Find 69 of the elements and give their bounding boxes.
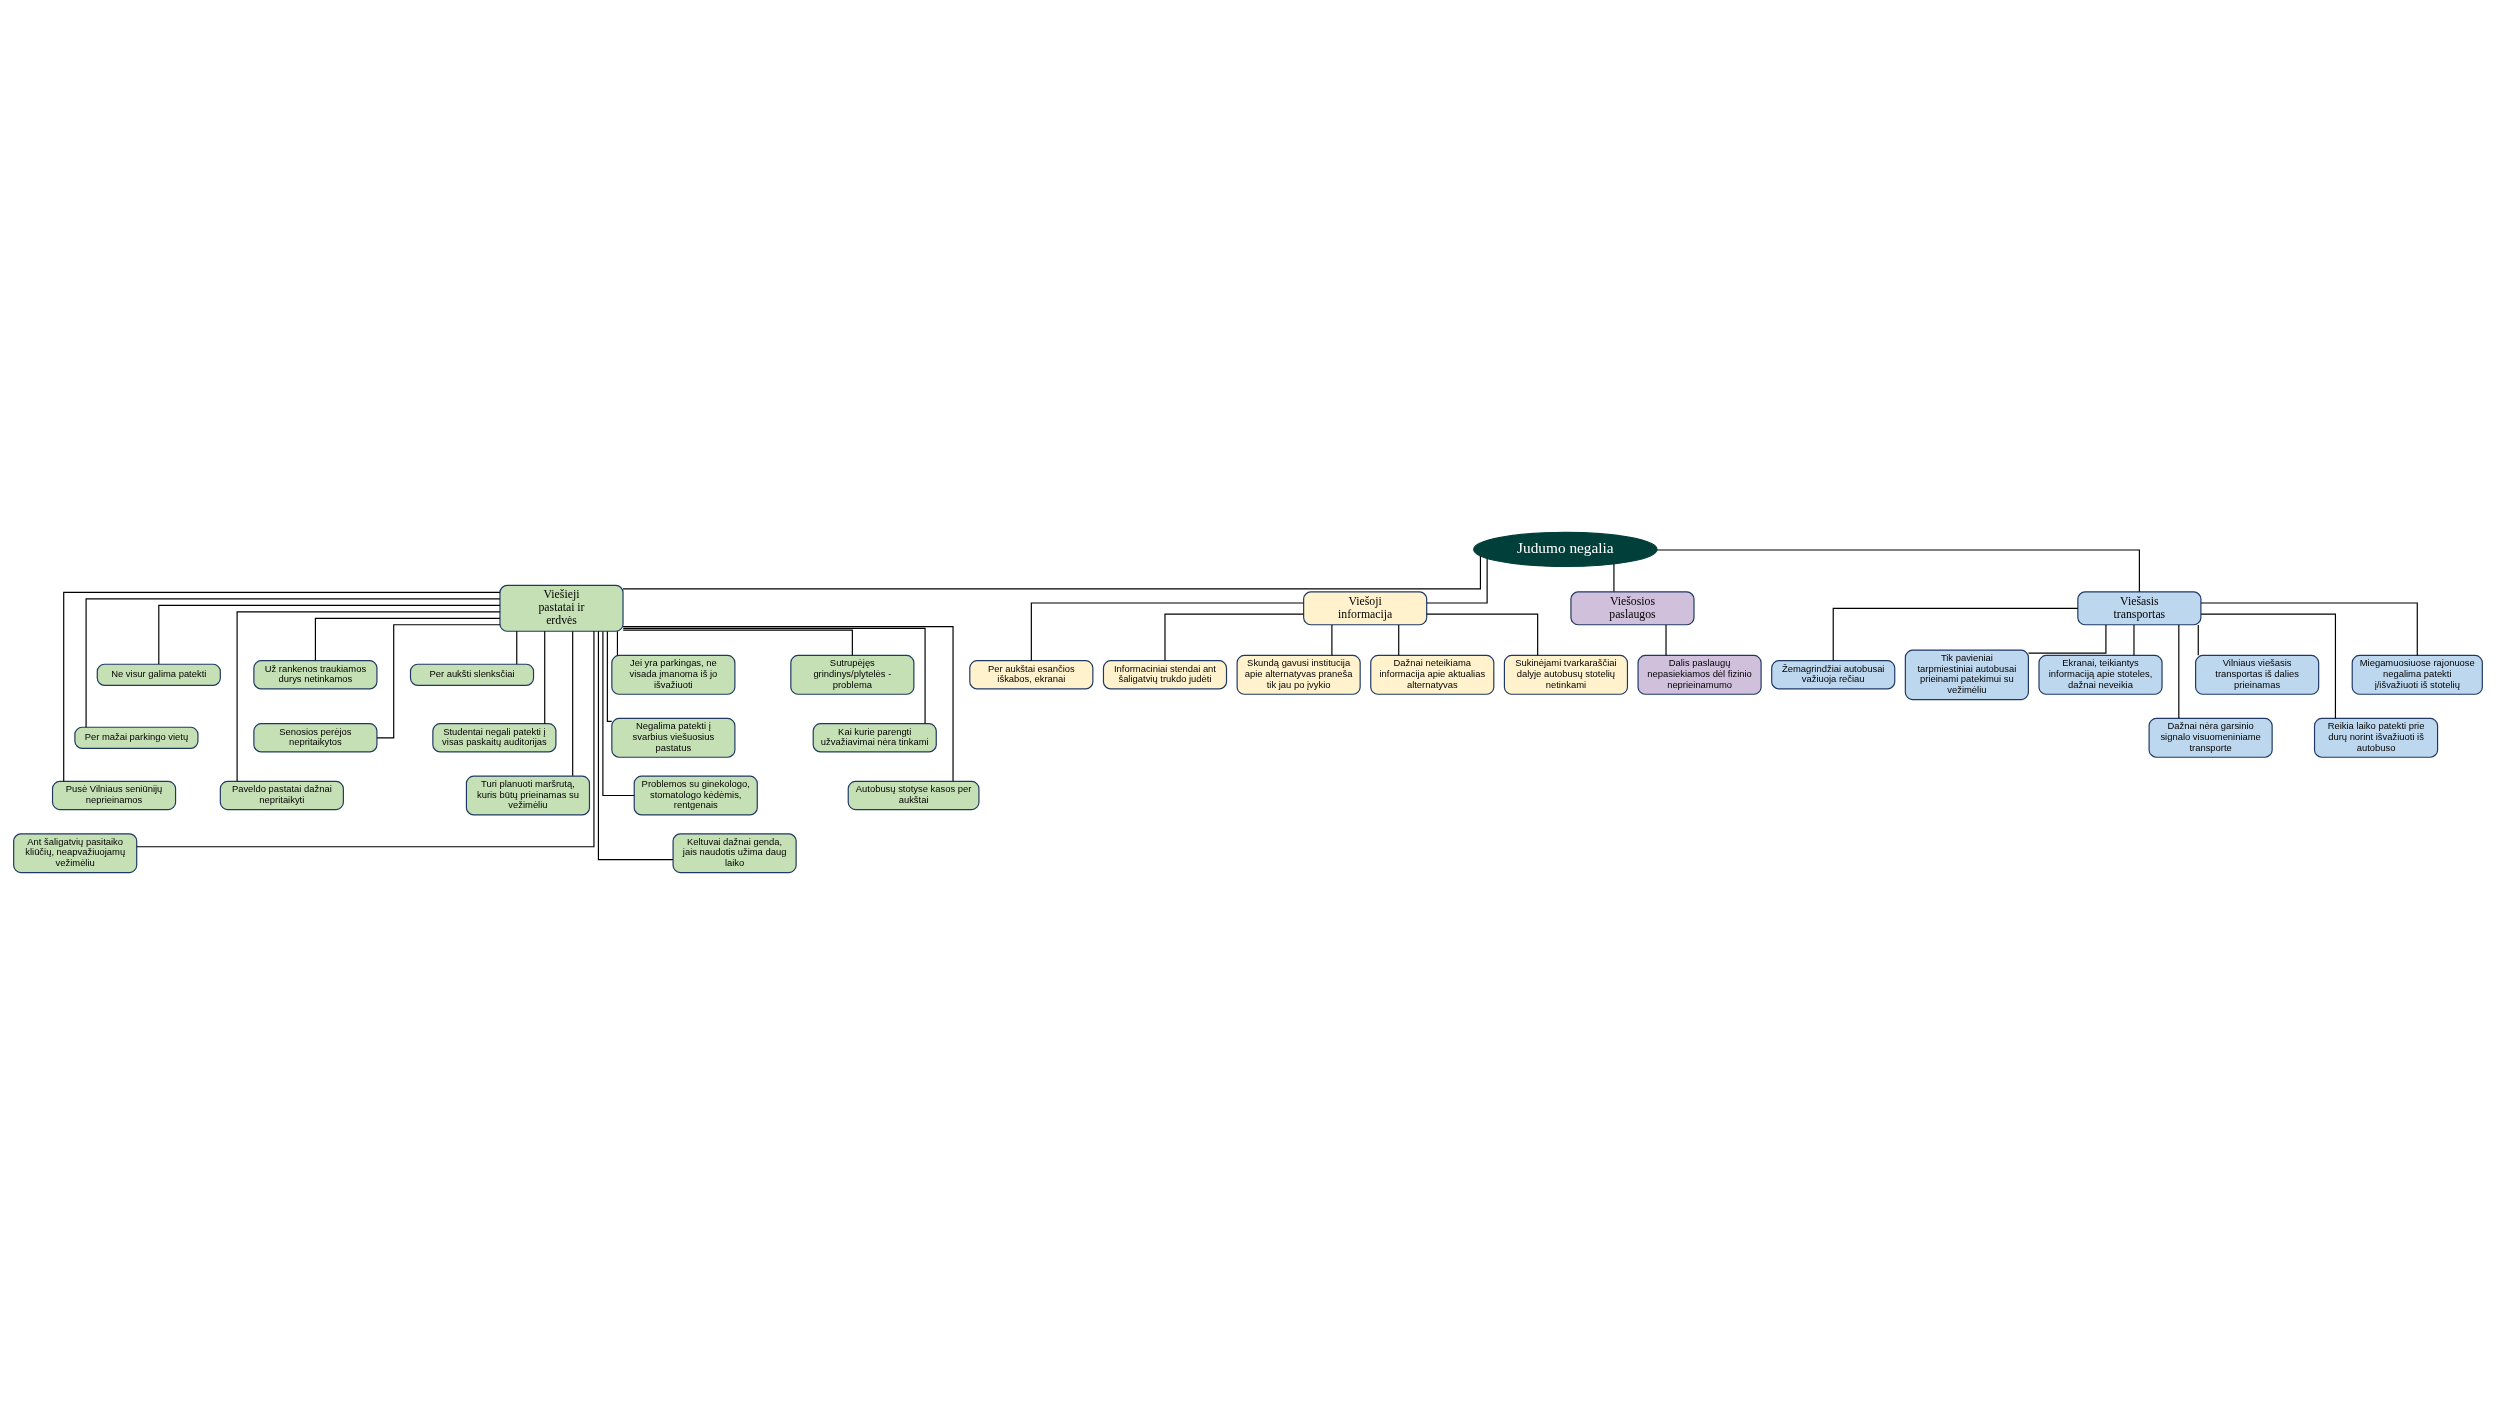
node-box: Ekranai, teikiantys informaciją apie stoteles, dažnai neveikia bbox=[2038, 654, 2163, 695]
node-box: Dažnai nėra garsinio signalo visuomeniniame transporte bbox=[2148, 717, 2273, 758]
connector bbox=[2200, 613, 2336, 719]
node-box: Senosios perėjos nepritaikytos bbox=[253, 722, 378, 753]
connector bbox=[158, 604, 501, 665]
connector bbox=[2133, 623, 2135, 656]
connector bbox=[1030, 601, 1305, 661]
node-box: Keltuvai dažnai genda, jais naudotis užima daug laiko bbox=[672, 832, 797, 873]
connector bbox=[622, 627, 926, 724]
connector bbox=[2197, 623, 2199, 656]
node-box: Tik pavieniai tarpmiestiniai autobusai prieinami patekimui su vežimėliu bbox=[1904, 649, 2029, 700]
connector bbox=[1832, 607, 2079, 661]
connector bbox=[597, 630, 674, 860]
node-box: Turi planuoti maršrutą, kuris būtų prieinamas su vežimėliu bbox=[465, 775, 591, 816]
connector bbox=[1398, 623, 1400, 656]
connector bbox=[622, 554, 1482, 589]
connector bbox=[622, 629, 853, 656]
node-box: Žemagrindžiai autobusai važiuoja rečiau bbox=[1771, 659, 1896, 690]
connector bbox=[2200, 601, 2418, 656]
node-box: Problemos su ginekologo, stomatologo kėdėmis, rentgenais bbox=[633, 775, 758, 816]
node-box: Sukinėjami tvarkaraščiai dalyje autobusų stotelių netinkami bbox=[1503, 654, 1629, 695]
connector bbox=[136, 630, 595, 847]
connector bbox=[2178, 623, 2180, 719]
connector bbox=[1426, 557, 1488, 604]
connector bbox=[622, 625, 954, 782]
node-box: Ne visur galima patekti bbox=[96, 663, 221, 686]
node-box: Kai kurie parengti užvažiavimai nėra tinkami bbox=[812, 722, 937, 753]
node-box: Studentai negali patekti į visas paskaitų auditorijas bbox=[432, 722, 557, 753]
node-box: Per aukšti slenksčiai bbox=[409, 663, 535, 686]
connector bbox=[1426, 613, 1539, 656]
node-box: Reikia laiko patekti prie durų norint išvažiuoti iš autobuso bbox=[2313, 717, 2439, 758]
connector bbox=[616, 630, 619, 656]
node-box: Paveldo pastatai dažnai nepritaikyti bbox=[219, 780, 344, 810]
connector bbox=[1164, 613, 1305, 661]
connector bbox=[1331, 623, 1333, 656]
node-box: Viešieji pastatai ir erdvės bbox=[499, 584, 624, 632]
connector bbox=[1665, 623, 1667, 656]
node-ellipse: Judumo negalia bbox=[1473, 531, 1658, 567]
node-box: Miegamuosiuose rajonuose negalima patekti į/išvažiuoti iš stotelių bbox=[2351, 654, 2483, 695]
node-box: Dažnai neteikiama informacija apie aktualias alternatyvas bbox=[1370, 654, 1495, 695]
node-box: Už rankenos traukiamos durys netinkamos bbox=[253, 659, 378, 690]
connector bbox=[314, 617, 501, 661]
connector bbox=[85, 597, 501, 728]
connector bbox=[572, 630, 574, 776]
connector bbox=[544, 630, 546, 724]
connector bbox=[1656, 548, 2140, 592]
connector bbox=[2027, 623, 2107, 654]
node-box: Per aukštai esančios iškabos, ekranai bbox=[969, 659, 1094, 690]
node-box: Viešasis transportas bbox=[2077, 590, 2202, 625]
node-box: Informaciniai stendai ant šaligatvių trukdo judėti bbox=[1102, 659, 1228, 690]
node-box: Negalima patekti į svarbius viešuosius pastatus bbox=[611, 717, 736, 758]
node-box: Vilniaus viešasis transportas iš dalies prieinamas bbox=[2195, 654, 2320, 695]
node-box: Pusė Vilniaus seniūnijų neprieinamos bbox=[51, 780, 177, 810]
connector bbox=[376, 623, 501, 738]
node-box: Jei yra parkingas, ne visada įmanoma iš jo išvažiuoti bbox=[611, 654, 736, 695]
node-box: Sutrupėjęs grindinys/plytelės - problema bbox=[790, 654, 915, 695]
node-box: Viešosios paslaugos bbox=[1570, 590, 1695, 625]
node-box: Per mažai parkingo vietų bbox=[74, 726, 199, 749]
connector bbox=[602, 630, 635, 796]
connector bbox=[516, 630, 518, 665]
node-box: Skundą gavusi institucija apie alternatyvas praneša tik jau po įvykio bbox=[1236, 654, 1361, 695]
connector bbox=[606, 630, 613, 722]
node-box: Ant šaligatvių pasitaiko kliūčių, neapvažiuojamų vežimėliu bbox=[13, 832, 138, 873]
node-box: Viešoji informacija bbox=[1303, 590, 1428, 625]
connector bbox=[1613, 562, 1615, 592]
node-box: Autobusų stotyse kasos per aukštai bbox=[847, 780, 980, 810]
connector bbox=[236, 610, 501, 782]
connector bbox=[63, 591, 501, 782]
node-box: Dalis paslaugų nepasiekiamos dėl fizinio neprieinamumo bbox=[1637, 654, 1762, 695]
